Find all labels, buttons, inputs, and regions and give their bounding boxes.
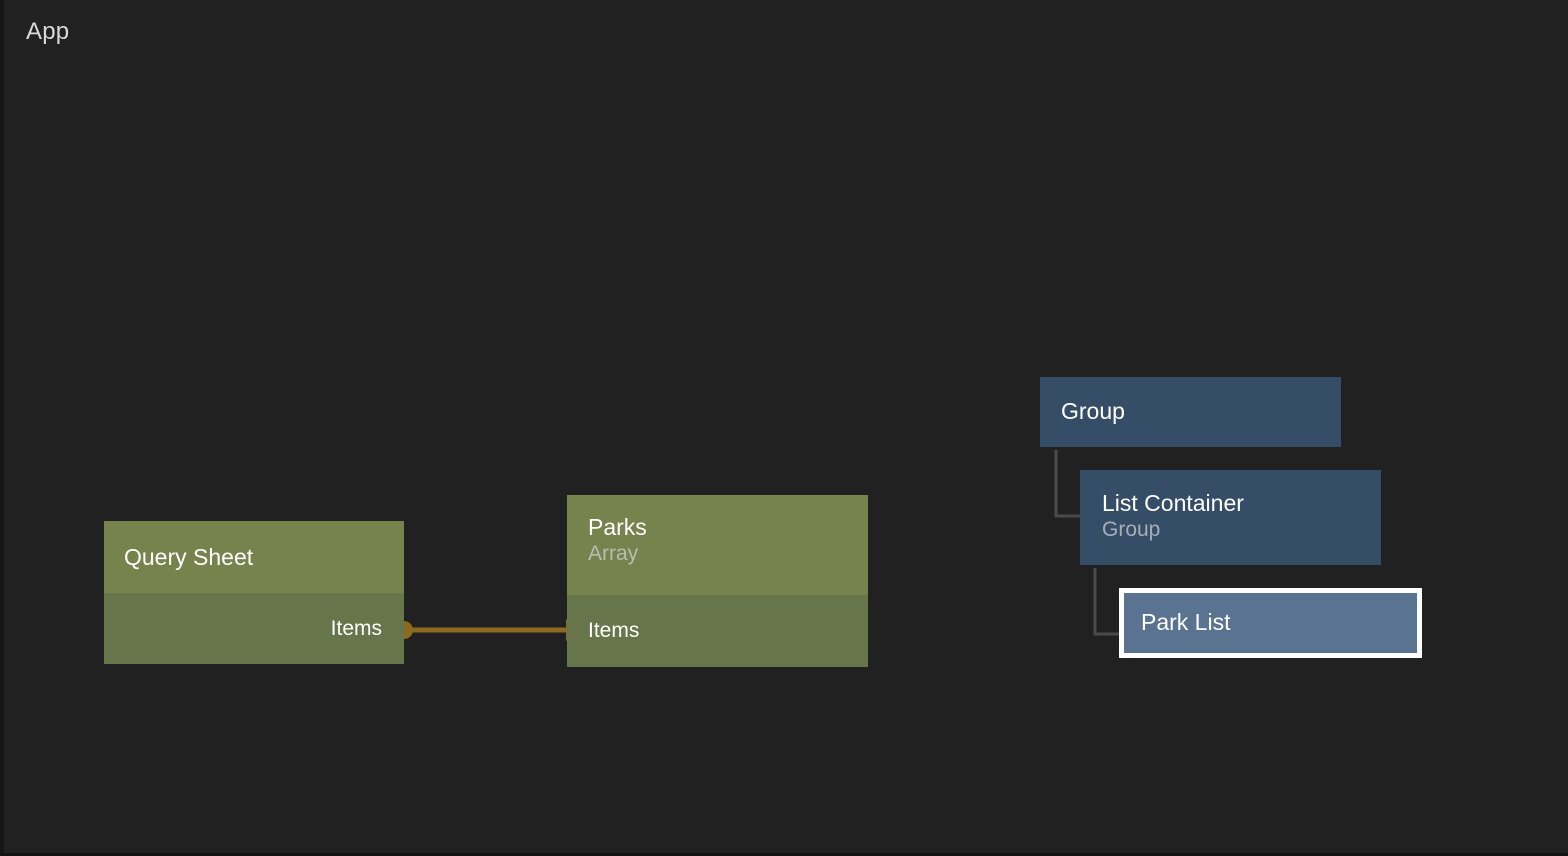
node-query-sheet[interactable]: Query Sheet Items [104,521,404,664]
tree-node-park-list-title: Park List [1141,609,1231,635]
port-query-sheet-items-output[interactable]: Items [104,593,382,664]
canvas-title: App [26,18,70,45]
node-query-sheet-header: Query Sheet [104,521,404,593]
node-parks-title: Parks [588,514,647,540]
node-parks-header: Parks Array [567,495,868,595]
node-query-sheet-body: Items [104,593,404,664]
port-label: Items [330,616,382,640]
tree-node-group-title: Group [1061,398,1125,424]
port-label: Items [588,619,640,642]
node-parks-subtitle: Array [588,542,639,565]
node-parks-body: Items [567,595,868,667]
tree-node-list-container-title: List Container [1102,490,1244,516]
node-parks[interactable]: Parks Array Items [567,495,868,667]
edge-items-connector [395,619,584,641]
node-query-sheet-title: Query Sheet [124,544,254,570]
tree-node-group[interactable]: Group [1040,377,1341,447]
tree-node-list-container-subtitle: Group [1102,518,1161,541]
tree-node-park-list[interactable]: Park List [1119,588,1422,658]
tree-node-list-container[interactable]: List Container Group [1080,470,1381,565]
port-parks-items-input[interactable]: Items [588,595,868,667]
